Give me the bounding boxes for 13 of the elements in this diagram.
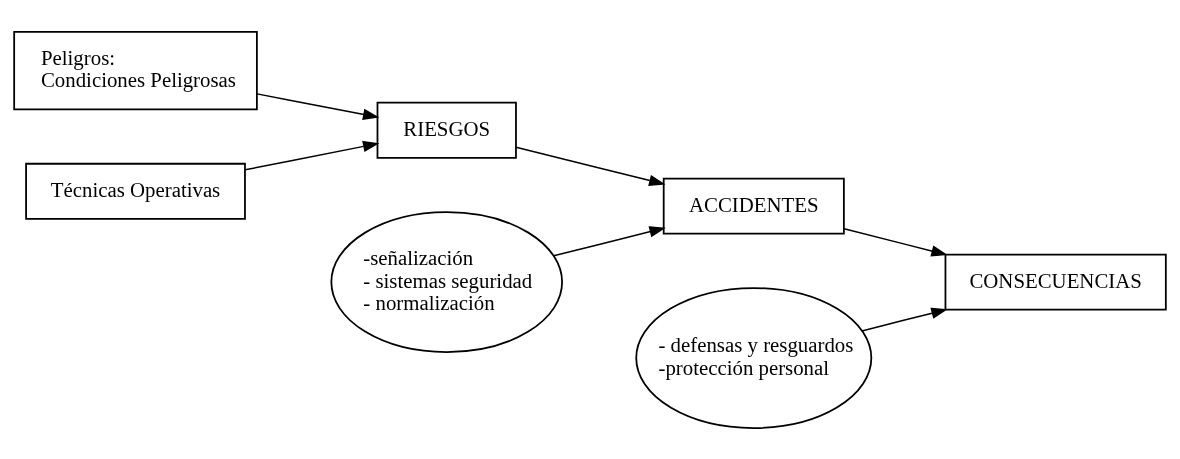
node-box: Técnicas Operativas [25,162,246,220]
arrow [552,225,666,257]
node-box: RIESGOS [376,101,517,159]
node-box: ACCIDENTES [662,177,845,235]
node-ellipse: -señalización - sistemas seguridad - normalización [330,210,563,353]
arrow [843,227,948,257]
arrow [515,145,666,186]
node-box: Peligros: Condiciones Peligrosas [13,30,258,110]
node-box: CONSECUENCIAS [944,253,1167,311]
node-ellipse: - defensas y resguardos -protección personal [635,286,873,429]
arrow [256,92,380,120]
arrow [244,140,380,171]
arrow [861,307,948,332]
